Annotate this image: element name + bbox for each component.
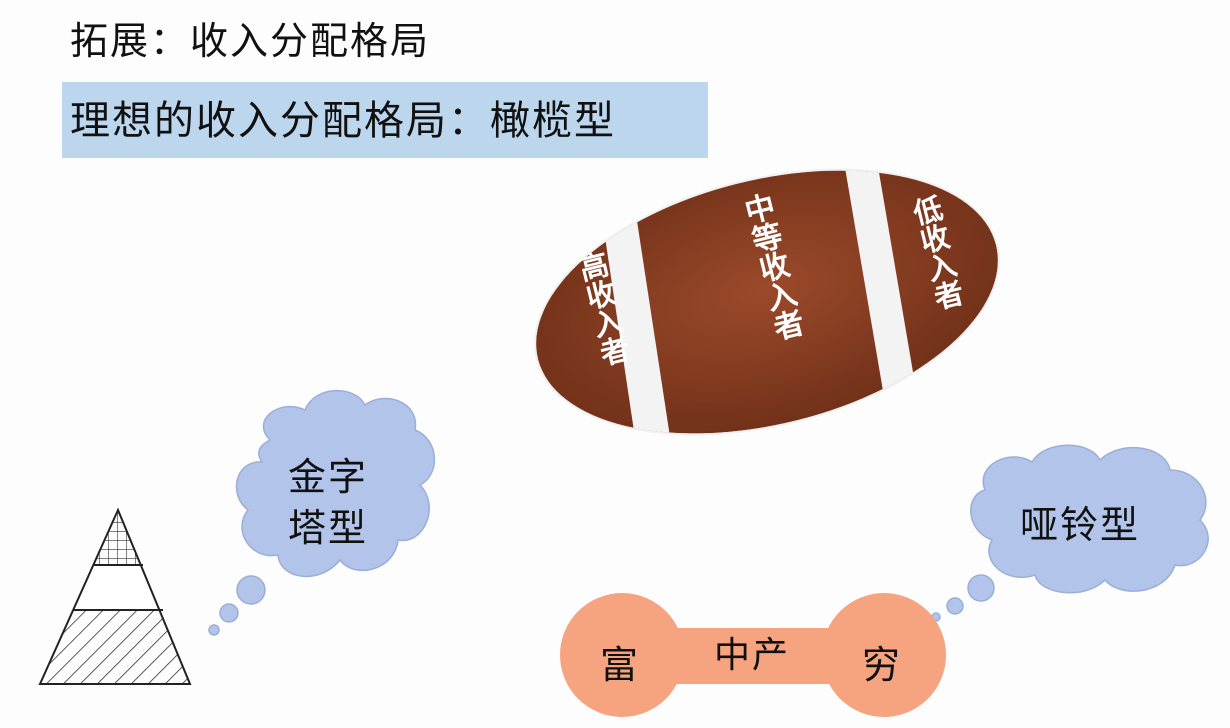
olive-stripe-right: [842, 143, 922, 432]
olive-diagram: [534, 143, 1000, 458]
dumbbell-left-ball: [560, 593, 684, 717]
olive-stripe-left: [595, 162, 672, 458]
dumbbell-bar: [670, 628, 840, 684]
page-subtitle: 理想的收入分配格局：橄榄型: [70, 98, 616, 144]
dumbbell-diagram: [560, 593, 946, 717]
pyramid-outline: [38, 507, 192, 685]
dumbbell-thought-cloud: [931, 444, 1209, 622]
pyramid-thought-cloud: [208, 389, 436, 636]
pyramid-diagram: [38, 507, 192, 685]
olive-body: [536, 170, 998, 434]
page-title: 拓展：收入分配格局: [70, 19, 431, 63]
dumbbell-right-ball: [822, 593, 946, 717]
pyramid-middle-layer: [40, 565, 190, 610]
pyramid-top-layer: [40, 510, 190, 565]
subtitle-highlight: [62, 82, 708, 158]
